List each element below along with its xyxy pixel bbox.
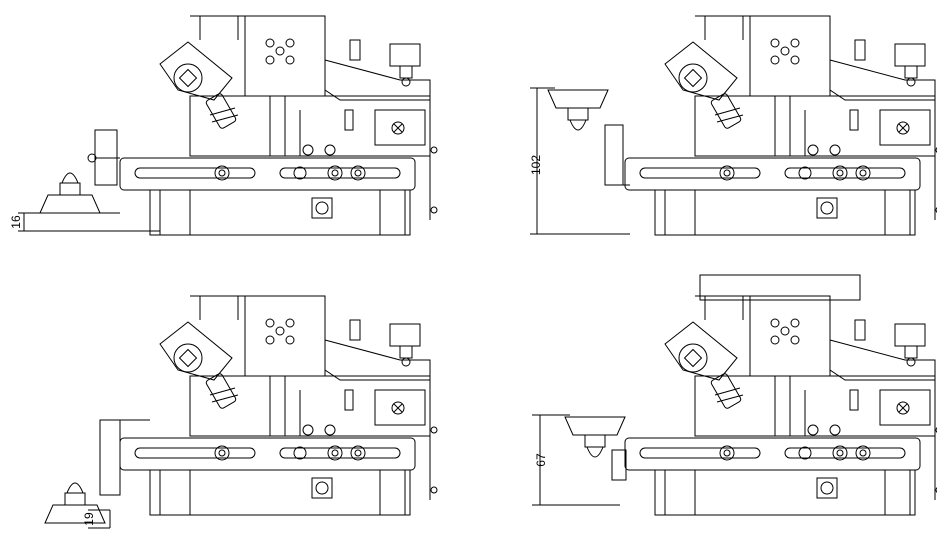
view-4-drawing xyxy=(624,274,937,516)
view-1-bracket xyxy=(87,129,120,186)
view-1-dimension-lines xyxy=(18,212,160,232)
view-2-parts xyxy=(547,89,630,186)
view-2-dimension-label: 102 xyxy=(529,155,543,175)
view-4-parts xyxy=(564,416,627,481)
view-3-dimension-lines xyxy=(88,509,111,529)
view-4-dimension-label: 67 xyxy=(534,453,548,467)
view-4-dimension-lines xyxy=(532,414,620,506)
view-3-drawing xyxy=(119,295,438,516)
view-1-suction-cup xyxy=(39,172,101,214)
view-2-drawing xyxy=(624,15,937,236)
view-1-dimension-label: 16 xyxy=(9,215,23,229)
view-3-parts xyxy=(44,419,150,524)
view-2-dimension-lines xyxy=(530,87,630,235)
view-1-drawing: 16 xyxy=(9,15,438,236)
view-3-dimension-label: 19 xyxy=(82,512,96,526)
